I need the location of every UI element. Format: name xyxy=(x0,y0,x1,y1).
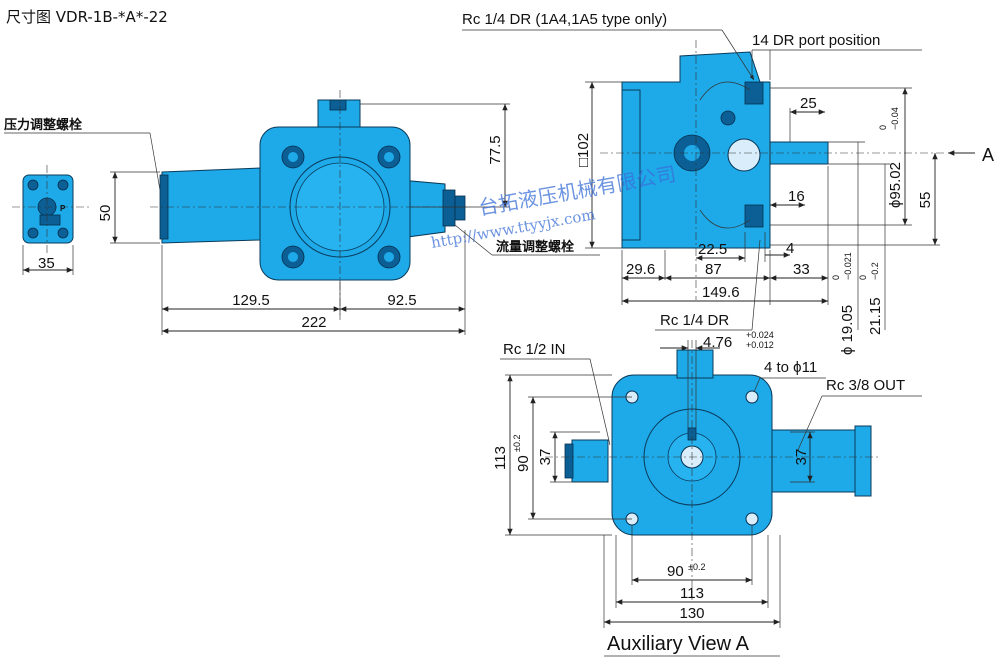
dim-77-5: 77.5 xyxy=(487,135,504,164)
dim-25: 25 xyxy=(800,95,817,112)
dim-37-left: 37 xyxy=(537,449,554,466)
dr-port-position: 14 DR port position xyxy=(752,32,880,49)
dim-sq102: □102 xyxy=(575,133,592,167)
rc-quarter-dr-label: Rc 1/4 DR xyxy=(660,312,729,329)
dim-129-5: 129.5 xyxy=(232,292,270,309)
dim-222: 222 xyxy=(301,314,326,331)
dim-90-horizontal: 90 xyxy=(667,563,684,580)
dim-90-vertical-tol: ±0.2 xyxy=(512,435,522,452)
dim-22-5: 22.5 xyxy=(698,241,727,258)
dim-phi-19-tol-upper: 0 xyxy=(831,275,841,280)
dim-phi-95: ϕ95.02 xyxy=(887,162,904,208)
dim-130: 130 xyxy=(679,605,704,622)
dim-87: 87 xyxy=(705,261,722,278)
rc-3-8-out-label: Rc 3/8 OUT xyxy=(826,377,905,394)
dim-92-5: 92.5 xyxy=(387,292,416,309)
dim-16: 16 xyxy=(788,188,805,205)
drawing-title: 尺寸图 VDR-1B-*A*-22 xyxy=(6,8,168,26)
dim-21-15-tol-lower: −0.2 xyxy=(870,262,880,280)
dim-33: 33 xyxy=(793,261,810,278)
dim-phi-19: ϕ 19.05 xyxy=(839,305,856,355)
dim-21-15-tol-upper: 0 xyxy=(858,275,868,280)
auxiliary-view-title: Auxiliary View A xyxy=(607,633,750,655)
dim-phi-95-tol-upper: 0 xyxy=(878,125,888,130)
dim-149-6: 149.6 xyxy=(702,284,740,301)
dim-35: 35 xyxy=(38,255,55,272)
dim-113-horizontal: 113 xyxy=(680,585,704,602)
dim-4-76-tol-lower: +0.012 xyxy=(746,340,774,350)
small-end-view: P 35 xyxy=(12,165,90,275)
pressure-bolt-label: 压力调整螺栓 xyxy=(4,117,82,133)
dim-55: 55 xyxy=(917,192,934,209)
dim-90-horizontal-tol: ±0.2 xyxy=(688,562,705,572)
dim-4-76-tol-upper: +0.024 xyxy=(746,330,774,340)
dim-4: 4 xyxy=(786,240,794,257)
dim-21-15: 21.15 xyxy=(867,297,884,335)
flow-bolt-label: 流量调整螺栓 xyxy=(496,239,574,255)
rc-half-in-label: Rc 1/2 IN xyxy=(503,341,566,358)
holes-label: 4 to ϕ11 xyxy=(764,359,817,376)
auxiliary-view-a: 4.76 +0.024 +0.012 113 90 ±0.2 37 37 90 … xyxy=(492,330,880,657)
dim-phi-95-tol-lower: −0.04 xyxy=(890,107,900,130)
side-view: A □102 25 ϕ95.02 0 −0.04 55 16 22.5 4 xyxy=(575,40,994,355)
dim-113-vertical: 113 xyxy=(492,446,509,470)
dim-29-6: 29.6 xyxy=(626,261,655,278)
arrow-a-label: A xyxy=(982,145,994,165)
dim-50: 50 xyxy=(97,205,114,222)
front-view: 50 77.5 129.5 92.5 222 xyxy=(97,90,510,335)
rc-quarter-dr-note: Rc 1/4 DR (1A4,1A5 type only) xyxy=(462,11,667,28)
dim-4-76: 4.76 xyxy=(703,334,732,351)
dim-phi-19-tol-lower: −0.021 xyxy=(843,252,853,280)
dim-37-right: 37 xyxy=(793,449,810,466)
dim-90-vertical: 90 xyxy=(515,455,532,472)
p-port-label: P xyxy=(60,204,66,213)
